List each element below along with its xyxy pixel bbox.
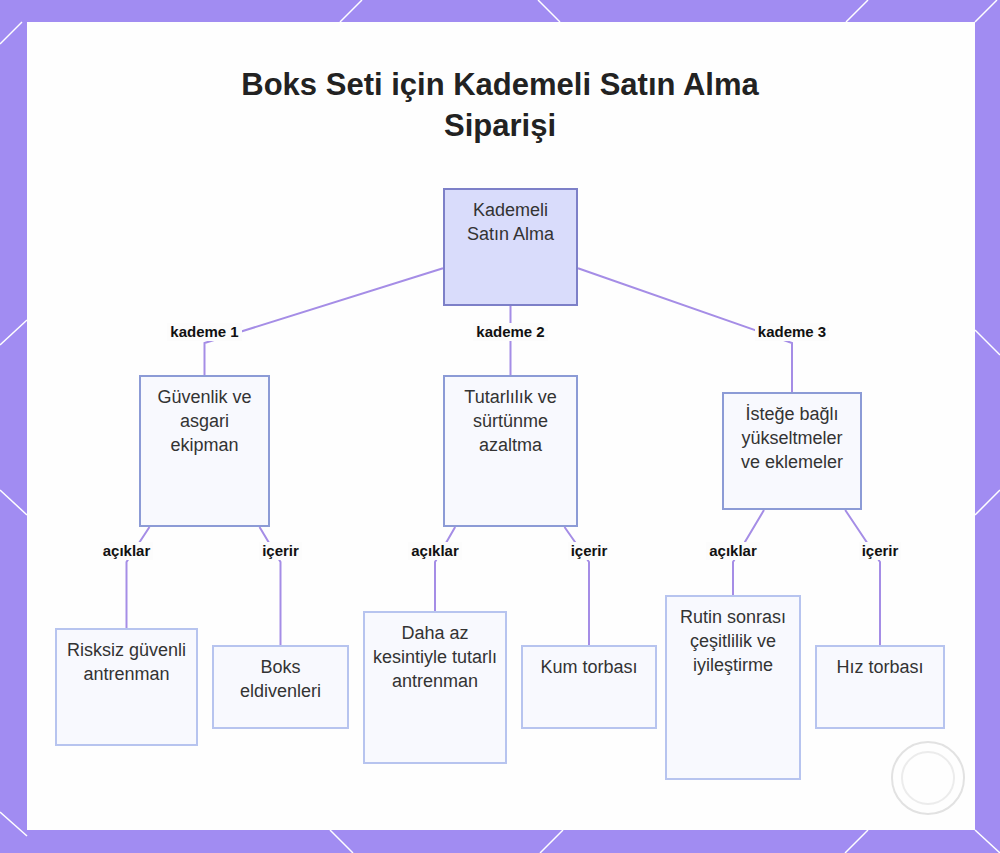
edge-label: içerir [859, 542, 902, 560]
box-text: Risksiz güvenli antrenman [63, 638, 190, 686]
box-text: Rutin sonrası çeşitlilik ve iyileştirme [673, 605, 793, 677]
faint-logo [902, 752, 954, 804]
root-box: Kademeli Satın Alma [443, 188, 578, 306]
edge-label: açıklar [100, 542, 154, 560]
box-text: Hız torbası [823, 655, 937, 679]
edge-label: içerir [259, 542, 302, 560]
process-box: Güvenlik ve asgari ekipman [139, 375, 270, 527]
box-text: Boks eldivenleri [220, 655, 341, 703]
process-box: Rutin sonrası çeşitlilik ve iyileştirme [665, 595, 801, 780]
panel-ground [27, 22, 975, 830]
edge-label: kademe 1 [167, 323, 241, 341]
faint-logo [892, 742, 964, 814]
process-box: Tutarlılık ve sürtünme azaltma [443, 375, 578, 527]
edge-label: açıklar [408, 542, 462, 560]
box-text: Kademeli Satın Alma [451, 198, 570, 246]
process-box: Hız torbası [815, 645, 945, 729]
box-text: Kum torbası [529, 655, 649, 679]
process-box: Kum torbası [521, 645, 657, 729]
process-box: Daha az kesintiyle tutarlı antrenman [363, 611, 507, 764]
box-text: Tutarlılık ve sürtünme azaltma [451, 385, 570, 457]
box-text: İsteğe bağlı yükseltmeler ve eklemeler [730, 402, 854, 474]
connector [845, 510, 880, 645]
process-box: İsteğe bağlı yükseltmeler ve eklemeler [722, 392, 862, 510]
box-text: Güvenlik ve asgari ekipman [147, 385, 262, 457]
edge-label: kademe 3 [755, 323, 829, 341]
edge-label: içerir [568, 542, 611, 560]
box-text: Daha az kesintiyle tutarlı antrenman [371, 621, 499, 693]
edge-label: açıklar [706, 542, 760, 560]
process-box: Boks eldivenleri [212, 645, 349, 729]
process-box: Risksiz güvenli antrenman [55, 628, 198, 746]
connector [435, 527, 455, 611]
connector [205, 268, 444, 375]
diagram-title: Boks Seti için Kademeli Satın Alma Sipar… [190, 64, 810, 146]
edge-label: kademe 2 [473, 323, 547, 341]
